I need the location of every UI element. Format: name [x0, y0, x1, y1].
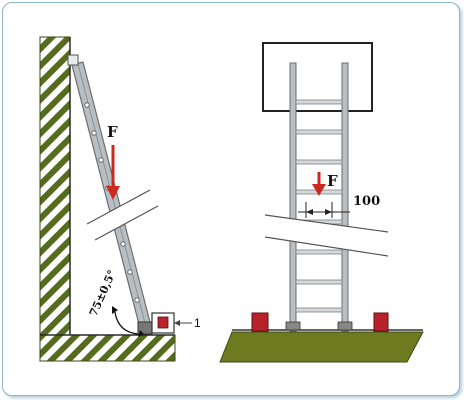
callout-label: 1	[194, 316, 201, 330]
break-band-left	[86, 189, 159, 241]
ground-slab	[219, 331, 424, 363]
right-figure: F 100	[219, 42, 424, 363]
dimension-label: 100	[353, 194, 380, 209]
dimension-line	[298, 202, 350, 218]
force-arrow-left	[106, 145, 120, 200]
break-band-right	[264, 214, 389, 257]
left-figure: F 75±0,5° 1	[39, 36, 201, 362]
wall-hatched	[39, 36, 71, 336]
angle-arc	[112, 306, 144, 337]
base-block-right	[373, 312, 389, 332]
front-ladder	[285, 62, 353, 332]
force-label-right: F	[327, 172, 338, 190]
floor-hatched	[39, 334, 176, 362]
callout-box	[151, 312, 192, 334]
base-block-left	[251, 312, 269, 332]
force-arrow-right	[312, 172, 326, 196]
force-label-left: F	[107, 123, 118, 141]
